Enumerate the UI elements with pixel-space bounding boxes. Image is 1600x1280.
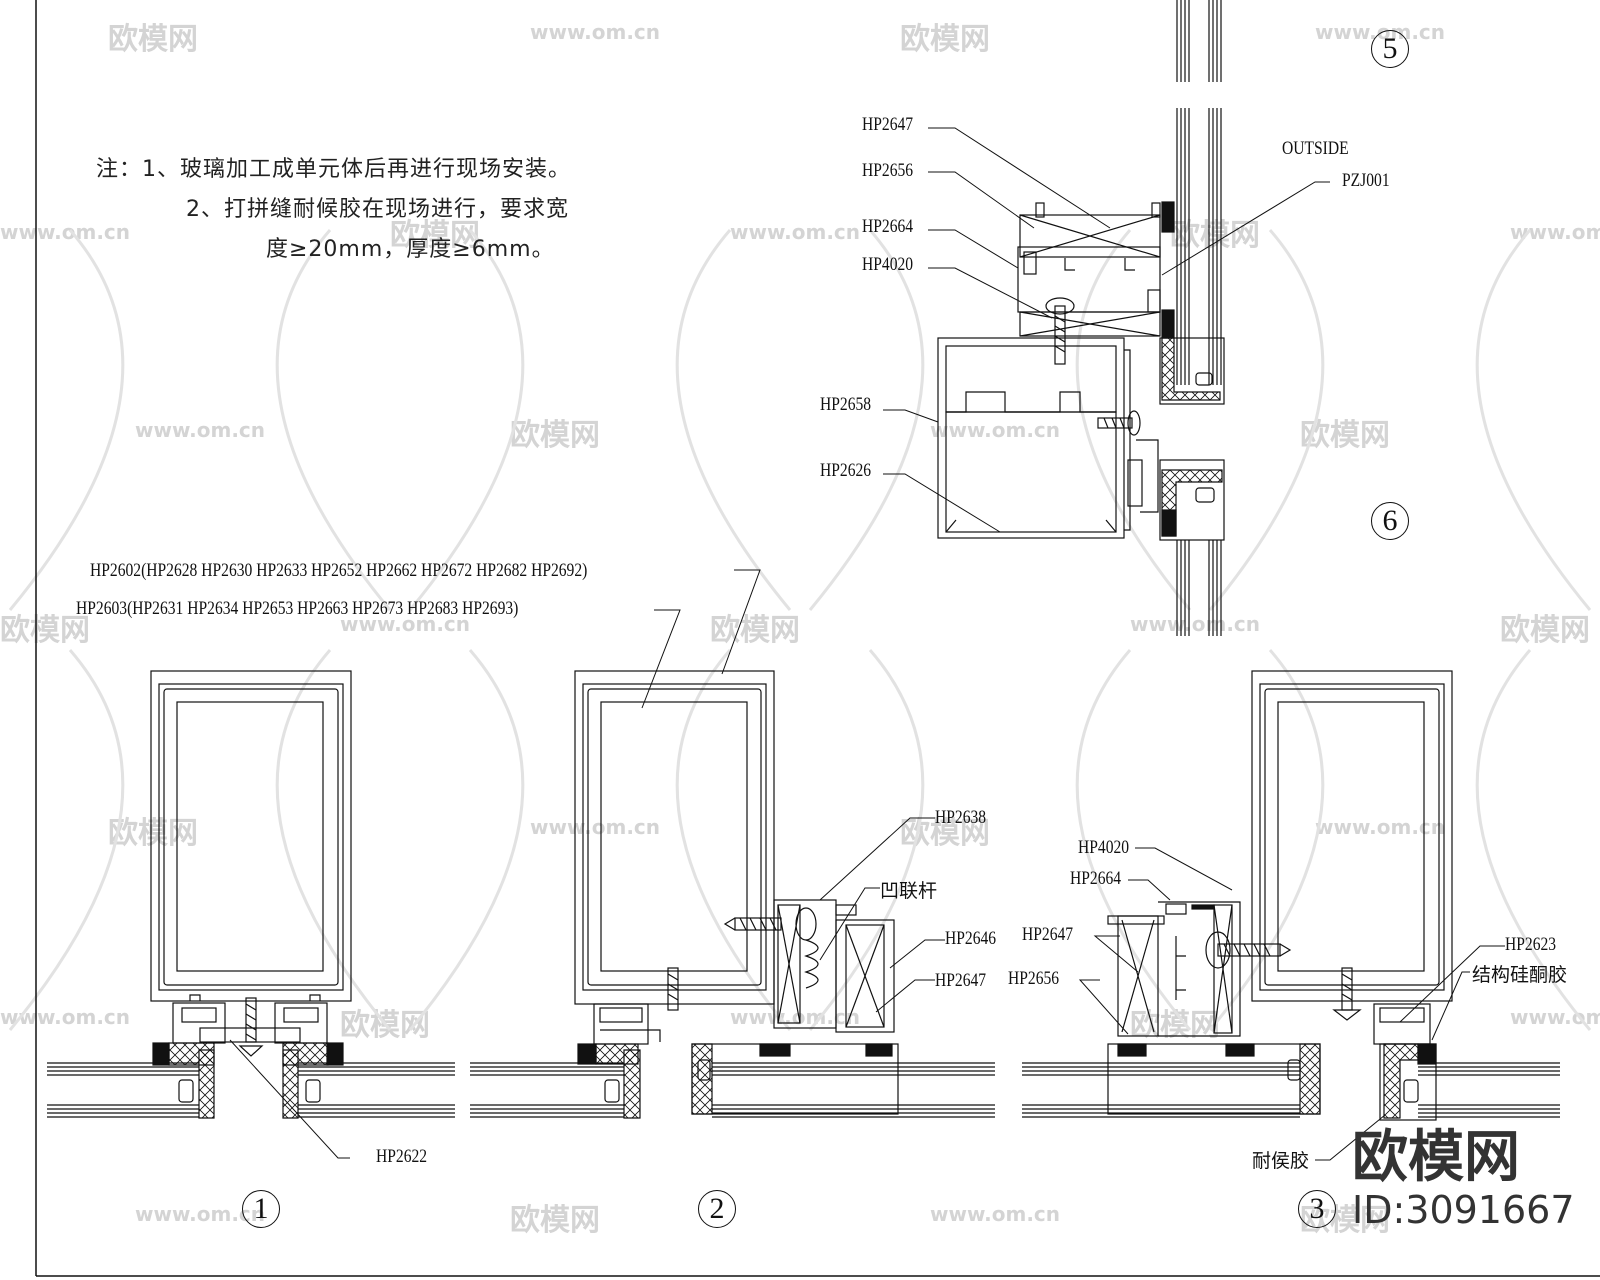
label-pzj001: PZJ001 (1342, 170, 1390, 191)
label-structural-silicone: 结构硅酮胶 (1472, 964, 1568, 986)
label-hp4020-top: HP4020 (862, 254, 914, 275)
detail-marker-3: 3 (1298, 1190, 1336, 1228)
label-hp2647-top: HP2647 (862, 114, 914, 135)
watermark-brand: 欧模网 (0, 613, 90, 648)
glass-right-1 (298, 1062, 455, 1118)
watermark-url: www.om.cn (730, 1005, 861, 1029)
watermark-url: www.om.cn (930, 1202, 1061, 1226)
watermark-brand-large: 欧模网 (1352, 1125, 1520, 1190)
watermark-url: www.om.cn (530, 20, 661, 44)
label-hp2638: HP2638 (935, 807, 987, 828)
label-hp2623: HP2623 (1505, 934, 1557, 955)
detail-1-section (47, 670, 455, 1159)
label-hp2658: HP2658 (820, 394, 872, 415)
label-hp2646: HP2646 (945, 928, 997, 949)
note-line-1: 注：1、玻璃加工成单元体后再进行现场安装。 (96, 157, 571, 182)
watermark-url: www.om.cn (1130, 612, 1261, 636)
watermark-url: www.om.cn (930, 418, 1061, 442)
watermark-url: www.om.cn (730, 220, 861, 244)
watermark-brand: 欧模网 (108, 22, 198, 57)
leaders-5-6 (883, 127, 1330, 533)
label-hp2626: HP2626 (820, 460, 872, 481)
label-hp2656-d3: HP2656 (1008, 968, 1060, 989)
glass-lower (1176, 540, 1222, 636)
detail-2-section (470, 569, 995, 1119)
glass-right-3 (1418, 1062, 1560, 1118)
glass-upper (1176, 0, 1222, 385)
detail-3-section (1022, 670, 1560, 1161)
label-hp2647-d3: HP2647 (1022, 924, 1074, 945)
detail-marker-6: 6 (1371, 502, 1409, 540)
glass-right-2 (712, 1062, 995, 1118)
watermark-brand: 欧模网 (900, 22, 990, 57)
outside-label: OUTSIDE (1282, 138, 1349, 159)
watermark-url: www.om.cn (340, 612, 471, 636)
watermark-brand: 欧模网 (510, 418, 600, 453)
detail-marker-5: 5 (1371, 30, 1409, 68)
label-hp4020-d3: HP4020 (1078, 837, 1130, 858)
watermark-url: www.om.cn (0, 220, 131, 244)
watermark-id: ID:3091667 (1352, 1188, 1575, 1232)
profile-list-line-1: HP2602(HP2628 HP2630 HP2633 HP2652 HP266… (90, 560, 588, 581)
watermark-brand: 欧模网 (1130, 1008, 1220, 1043)
glass-left-1 (47, 1062, 199, 1118)
label-hp2664-top: HP2664 (862, 216, 914, 237)
watermark-arcs (8, 229, 1592, 1031)
profile-list-line-2: HP2603(HP2631 HP2634 HP2653 HP2663 HP267… (76, 598, 519, 619)
detail-marker-1: 1 (242, 1190, 280, 1228)
label-hp2622: HP2622 (376, 1146, 428, 1167)
watermark-url: www.om.cn (135, 418, 266, 442)
label-weather-sealant: 耐侯胶 (1252, 1150, 1310, 1172)
watermark-brand: 欧模网 (710, 613, 800, 648)
watermark-brand: 欧模网 (108, 816, 198, 851)
glass-left-2 (470, 1062, 624, 1118)
watermark-url: www.om.cn (530, 815, 661, 839)
detail-marker-2: 2 (698, 1190, 736, 1228)
watermark-brand: 欧模网 (510, 1203, 600, 1238)
label-hp2664-d3: HP2664 (1070, 868, 1122, 889)
label-concave-link-rod: 凹联杆 (880, 880, 938, 902)
glass-left-3 (1022, 1062, 1300, 1118)
label-hp2656-top: HP2656 (862, 160, 914, 181)
note-line-3: 度≥20mm，厚度≥6mm。 (266, 237, 555, 262)
watermark-url: www.om.cn (1510, 220, 1600, 244)
label-hp2647-d2: HP2647 (935, 970, 987, 991)
watermark-brand: 欧模网 (390, 218, 480, 253)
watermark-brand: 欧模网 (1500, 613, 1590, 648)
watermark-url: www.om.cn (1315, 815, 1446, 839)
detail-5-6-section (937, 0, 1225, 636)
note-line-2: 2、打拼缝耐候胶在现场进行，要求宽 (186, 197, 569, 222)
